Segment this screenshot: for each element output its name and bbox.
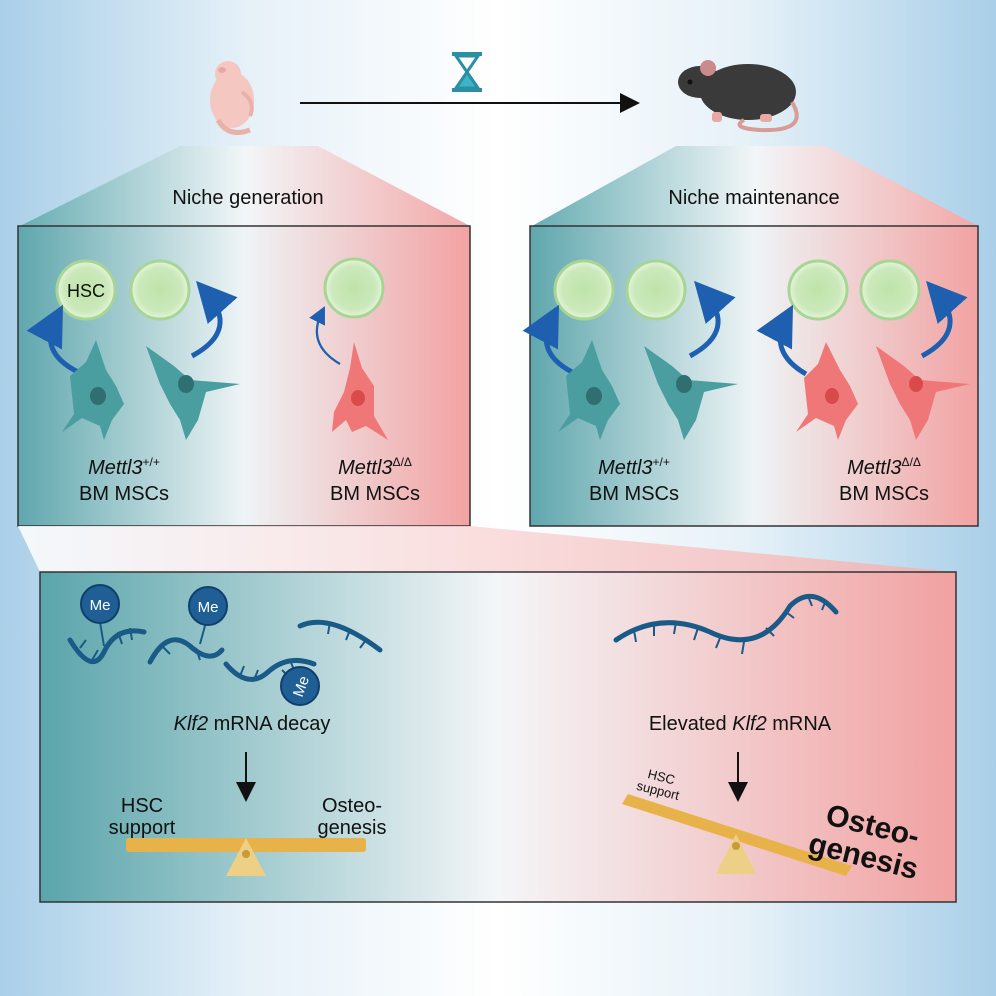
msc-cell-knockout xyxy=(876,346,970,440)
hsc-cell xyxy=(859,259,921,321)
methyl-badge: Me xyxy=(188,586,228,645)
hsc-cell xyxy=(787,259,849,321)
methyl-badge: Me xyxy=(80,584,120,647)
knockout-genotype-label: Mettl3Δ/Δ xyxy=(847,455,921,479)
wildtype-cells-label: BM MSCs xyxy=(589,483,679,505)
msc-cell-knockout xyxy=(796,342,858,440)
support-arrow xyxy=(26,304,80,375)
svg-text:Me: Me xyxy=(290,674,313,699)
zoom-connector xyxy=(18,526,956,572)
hsc-cell xyxy=(553,259,615,321)
rna-base-ticks xyxy=(633,595,827,655)
hsc-cell xyxy=(129,259,191,321)
methylated-rna-fragments xyxy=(67,619,383,682)
adult-mouse-icon xyxy=(678,60,799,133)
osteogenesis-label: Osteo-genesis xyxy=(318,795,387,839)
msc-cell-knockout xyxy=(332,342,388,440)
msc-cell-wildtype xyxy=(146,346,240,440)
msc-cell-wildtype xyxy=(62,340,124,440)
hsc-cell xyxy=(323,257,385,319)
osteogenesis-label-bold: Osteo-genesis xyxy=(805,796,929,886)
knockout-genotype-label: Mettl3Δ/Δ xyxy=(338,455,412,479)
hsc-cell: HSC xyxy=(55,259,117,321)
wildtype-genotype-label: Mettl3+/+ xyxy=(598,455,670,479)
methyl-badge: Me xyxy=(280,666,320,706)
balanced-seesaw xyxy=(126,838,366,876)
msc-cell-wildtype xyxy=(644,346,738,440)
support-arrow-weak xyxy=(309,306,341,365)
newborn-mouse-icon xyxy=(210,61,254,135)
support-arrow xyxy=(756,304,808,377)
msc-cell-wildtype xyxy=(558,340,620,440)
knockout-cells-label: BM MSCs xyxy=(839,483,929,505)
wildtype-genotype-label: Mettl3+/+ xyxy=(88,455,160,479)
decay-label: Klf2 mRNA decay xyxy=(174,713,331,735)
niche-generation-title: Niche generation xyxy=(172,187,323,209)
support-arrow xyxy=(190,280,238,359)
support-arrow xyxy=(522,304,574,375)
svg-text:Me: Me xyxy=(198,599,219,616)
niche-maintenance-header xyxy=(532,146,978,226)
wildtype-cells-label: BM MSCs xyxy=(79,483,169,505)
support-arrow xyxy=(920,280,968,359)
niche-generation-header xyxy=(20,146,470,226)
svg-text:Me: Me xyxy=(90,597,111,614)
hsc-label: HSC xyxy=(67,281,105,301)
tilted-seesaw xyxy=(622,794,852,876)
intact-rna-strand xyxy=(613,594,839,643)
niche-maintenance-title: Niche maintenance xyxy=(668,187,839,209)
hsc-cell xyxy=(625,259,687,321)
support-arrow xyxy=(688,280,736,359)
elevated-label: Elevated Klf2 mRNA xyxy=(649,713,832,735)
knockout-cells-label: BM MSCs xyxy=(330,483,420,505)
hourglass-icon xyxy=(452,52,482,92)
